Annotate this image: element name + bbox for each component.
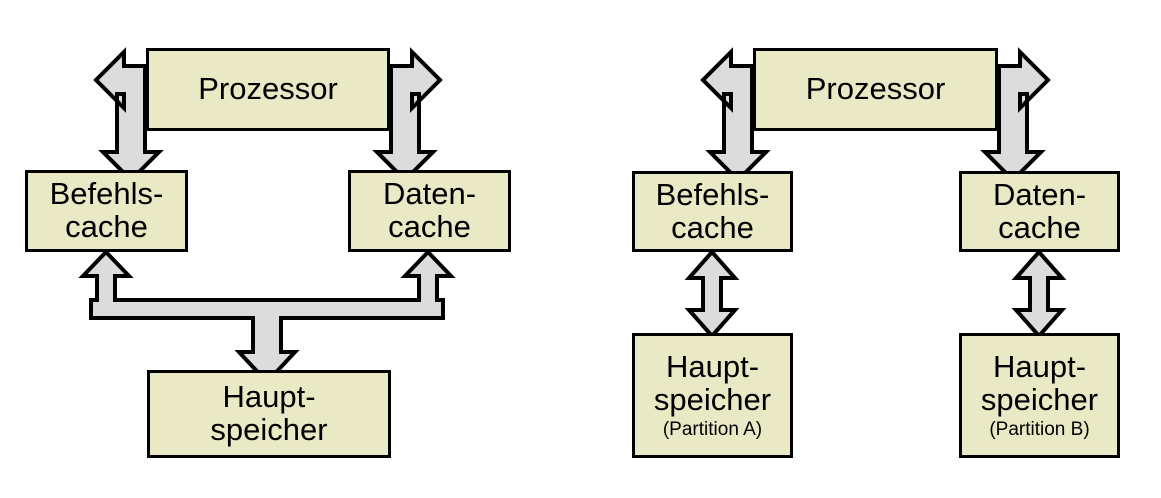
left-processor-label: Prozessor [198, 71, 338, 107]
arrow-instruction-cache-memory-a [684, 248, 740, 340]
right-main-memory-a-label-line2: speicher [653, 381, 772, 417]
right-main-memory-b-label-line2: speicher [980, 381, 1099, 417]
left-node-instruction-cache[interactable]: Befehls- cache [25, 170, 188, 252]
left-instruction-cache-label-line2: cache [65, 209, 148, 244]
right-main-memory-a-label-line1: Haupt- [665, 348, 760, 384]
right-node-main-memory-b[interactable]: Haupt- speicher (Partition B) [959, 333, 1120, 458]
right-node-data-cache[interactable]: Daten- cache [959, 171, 1120, 252]
right-data-cache-label-line1: Daten- [992, 176, 1087, 212]
left-main-memory-label-line2: speicher [210, 412, 328, 447]
left-node-data-cache[interactable]: Daten- cache [348, 170, 511, 252]
left-data-cache-label-line1: Daten- [382, 176, 477, 212]
right-main-memory-a-partition-label: (Partition A) [662, 419, 763, 441]
right-processor-label: Prozessor [805, 71, 946, 107]
right-main-memory-b-label-line1: Haupt- [992, 348, 1087, 384]
right-node-main-memory-a[interactable]: Haupt- speicher (Partition A) [632, 333, 793, 458]
right-node-processor[interactable]: Prozessor [753, 48, 998, 131]
right-data-cache-label-line2: cache [998, 209, 1081, 245]
left-node-processor[interactable]: Prozessor [146, 48, 390, 131]
left-main-memory-label-line1: Haupt- [222, 379, 316, 415]
right-instruction-cache-label-line2: cache [671, 209, 754, 245]
left-node-main-memory[interactable]: Haupt- speicher [147, 370, 391, 458]
right-main-memory-b-partition-label: (Partition B) [989, 419, 1090, 441]
arrow-data-cache-memory-b [1011, 248, 1067, 340]
right-instruction-cache-label-line1: Befehls- [655, 176, 770, 212]
right-node-instruction-cache[interactable]: Befehls- cache [632, 171, 793, 252]
left-instruction-cache-label-line1: Befehls- [49, 176, 164, 212]
left-data-cache-label-line2: cache [388, 209, 471, 244]
